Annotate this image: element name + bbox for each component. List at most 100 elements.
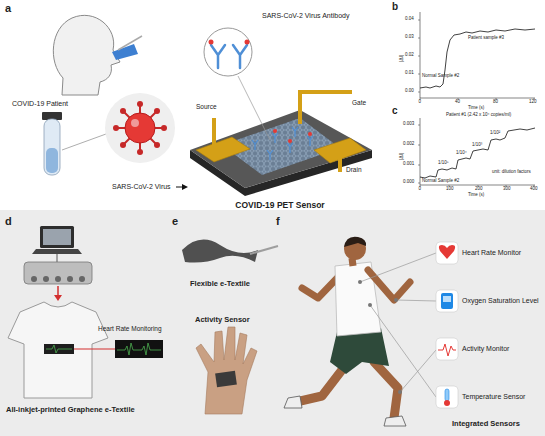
printer-body bbox=[24, 262, 92, 284]
chart-text: Time (s) bbox=[468, 106, 484, 111]
icon-frame bbox=[436, 242, 458, 264]
heart-icon bbox=[439, 245, 455, 259]
leader-line bbox=[370, 305, 436, 397]
node-box: Activity Monitor bbox=[434, 334, 544, 364]
oximeter-icon bbox=[441, 293, 453, 309]
virus-dot bbox=[273, 129, 277, 133]
node-text: Temperature Sensor bbox=[462, 393, 525, 401]
spike-tip bbox=[154, 108, 160, 114]
roller bbox=[31, 276, 37, 282]
ticks bbox=[418, 20, 534, 100]
leader-line bbox=[360, 253, 436, 282]
chart-text: 0.002 bbox=[403, 142, 414, 147]
virus-dot bbox=[245, 40, 250, 45]
antibody bbox=[267, 150, 273, 160]
chart-text: 0 bbox=[419, 100, 422, 105]
hair bbox=[344, 237, 366, 247]
sensor-icons bbox=[436, 242, 458, 408]
roller bbox=[79, 276, 85, 282]
spike bbox=[123, 111, 157, 145]
runner bbox=[284, 237, 436, 426]
graphene-patch bbox=[44, 344, 74, 354]
chart-text: 0.04 bbox=[405, 17, 414, 22]
annotation: Drain bbox=[346, 167, 362, 174]
activity-icon bbox=[438, 344, 456, 356]
spike-tip bbox=[137, 101, 143, 107]
data-curve bbox=[420, 29, 535, 88]
connector bbox=[176, 184, 188, 190]
swab-stick bbox=[118, 36, 142, 50]
chart-text: 0 bbox=[419, 187, 422, 192]
antibody bbox=[272, 133, 278, 143]
t-shirt bbox=[8, 302, 163, 398]
shirt-outline bbox=[8, 302, 108, 398]
antibody bbox=[211, 45, 225, 68]
red-arrow-head bbox=[54, 295, 62, 301]
panel-letter: d bbox=[5, 216, 12, 227]
source-electrode bbox=[196, 137, 250, 162]
bound-viruses bbox=[273, 129, 312, 143]
virus-callout bbox=[105, 93, 175, 163]
chart-text: |ΔI| bbox=[399, 55, 404, 62]
chart-text: 100 bbox=[446, 187, 454, 192]
edge-label: SARS-CoV-2 Virus bbox=[112, 183, 171, 190]
annotation: Heart Rate Monitoring bbox=[98, 326, 162, 333]
node-box: COVID-19 PET Sensor bbox=[188, 70, 372, 210]
axes bbox=[420, 12, 535, 98]
node-box: Temperature Sensor bbox=[434, 382, 544, 412]
shoe bbox=[284, 396, 302, 408]
node-box: COVID-19 Patient bbox=[12, 100, 176, 195]
chart-text: 0.03 bbox=[405, 35, 414, 40]
back-leg bbox=[296, 366, 345, 402]
hand-outline bbox=[196, 327, 257, 414]
antibodies bbox=[252, 127, 313, 160]
connector-line bbox=[176, 187, 182, 188]
antibody bbox=[233, 45, 247, 68]
chart-text: 1/10⁵ bbox=[438, 161, 449, 166]
node-box: Heart Rate Monitor bbox=[434, 238, 544, 268]
ecg-trace bbox=[117, 343, 161, 355]
oximeter-screen bbox=[443, 296, 451, 302]
annotation: Integrated Sensors bbox=[452, 420, 520, 428]
tube-liquid bbox=[46, 148, 58, 173]
icon-frame bbox=[436, 290, 458, 312]
tweezers bbox=[250, 246, 278, 254]
spike-tip bbox=[120, 142, 126, 148]
cable bbox=[57, 254, 58, 262]
panel-letter: b bbox=[392, 2, 398, 12]
chart-text: Patient sample #3 bbox=[468, 36, 504, 41]
spike bbox=[123, 111, 157, 145]
fet-sensor bbox=[190, 28, 372, 196]
leader-line bbox=[396, 300, 436, 301]
node-text: Oxygen Saturation Level bbox=[462, 297, 539, 305]
panel-letter: a bbox=[5, 3, 11, 14]
spike-tip bbox=[113, 125, 119, 131]
chart-text: 0.01 bbox=[405, 71, 414, 76]
node-text: Activity Monitor bbox=[462, 345, 509, 353]
tube-body bbox=[44, 119, 60, 175]
patch-signal bbox=[46, 345, 72, 353]
gate-pipe bbox=[300, 92, 352, 124]
leader-line bbox=[400, 350, 436, 392]
antibody bbox=[307, 136, 313, 146]
shoe bbox=[384, 416, 406, 426]
flexible-textile bbox=[182, 240, 278, 263]
virus-dot bbox=[288, 139, 292, 143]
chart-text: 1/10³ bbox=[472, 143, 482, 148]
virus-dot bbox=[209, 40, 214, 45]
spike-tip bbox=[161, 125, 167, 131]
thermometer-bulb bbox=[444, 400, 450, 406]
node-box: Oxygen Saturation Level bbox=[434, 286, 544, 316]
rollers bbox=[31, 276, 85, 282]
chart-text: Time (s) bbox=[468, 193, 484, 198]
chart-text: 1/10² bbox=[490, 131, 500, 136]
laptop-base bbox=[32, 249, 82, 254]
roller bbox=[43, 276, 49, 282]
leader-line bbox=[238, 76, 270, 140]
chart-text: 0.003 bbox=[403, 122, 414, 127]
front-arm bbox=[368, 270, 410, 300]
virus-spikes bbox=[116, 104, 164, 152]
leader-line bbox=[62, 134, 106, 150]
annotation: Gate bbox=[352, 100, 366, 107]
